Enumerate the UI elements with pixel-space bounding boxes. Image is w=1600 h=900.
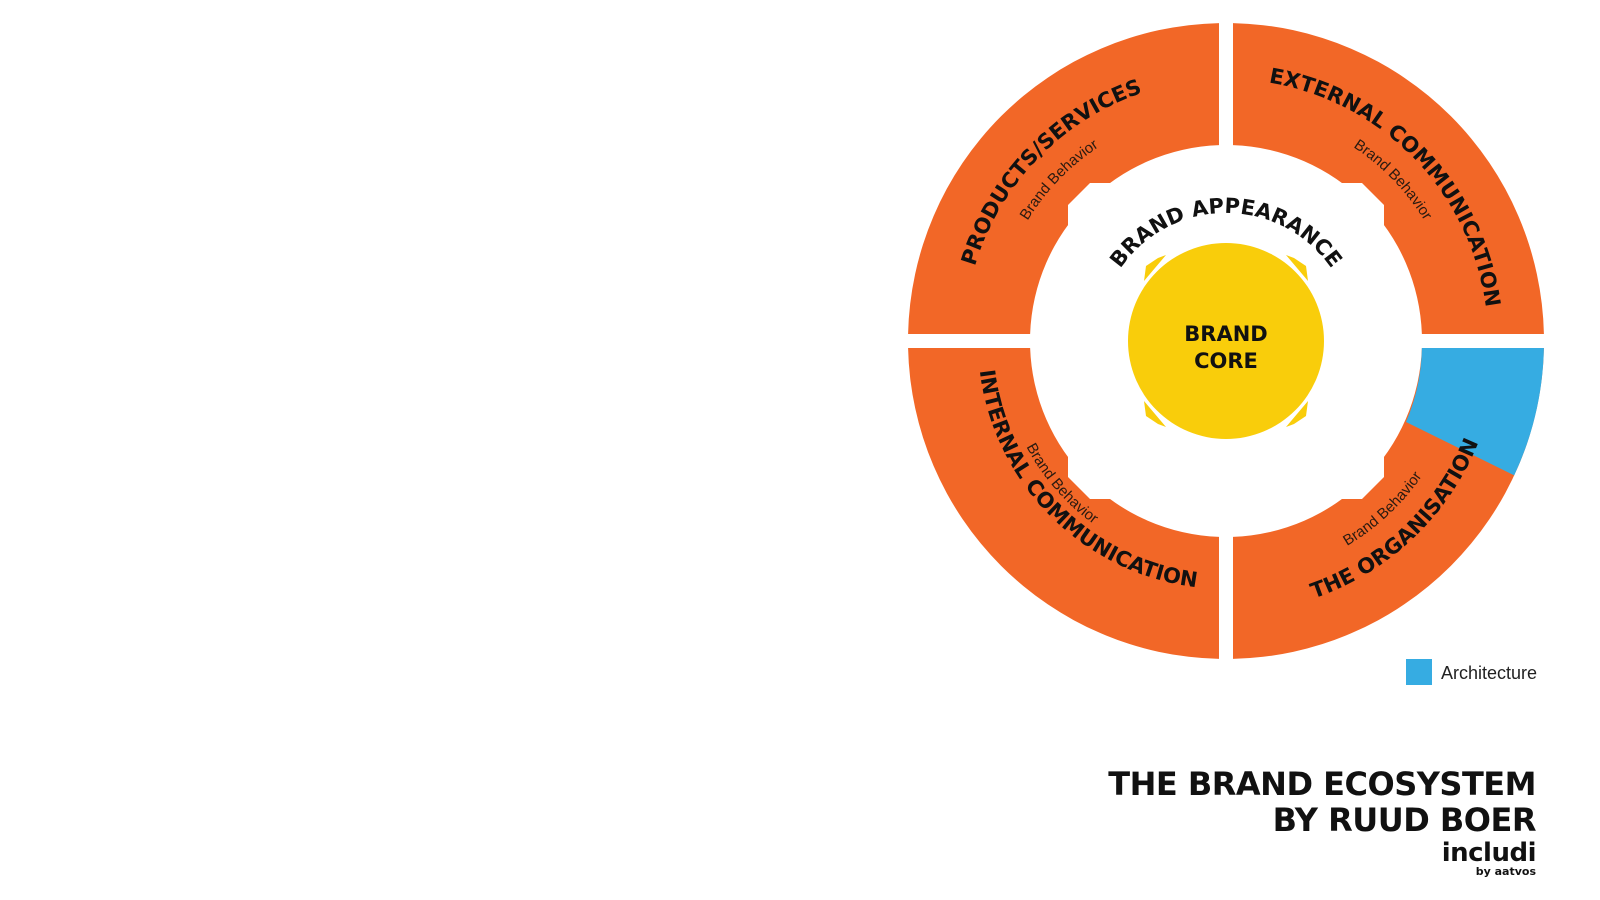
segment-internal-communication xyxy=(908,348,1219,659)
brand-core-label-line2: CORE xyxy=(1194,349,1258,373)
segment-external-communication xyxy=(1233,23,1544,334)
footer-title: THE BRAND ECOSYSTEM BY RUUD BOER xyxy=(1108,766,1536,838)
footer-title-line2: BY RUUD BOER xyxy=(1272,801,1537,839)
logo-subline: by aatvos xyxy=(1475,865,1536,878)
footer-title-line1: THE BRAND ECOSYSTEM xyxy=(1108,765,1536,803)
legend-swatch-architecture xyxy=(1406,659,1432,685)
brand-core-shape xyxy=(1128,243,1324,439)
logo-wordmark: includi xyxy=(1441,838,1537,868)
legend-label-architecture: Architecture xyxy=(1441,663,1537,683)
architecture-overlay xyxy=(1406,348,1544,476)
includi-logo: includi by aatvos xyxy=(1441,838,1537,878)
brand-core-label-line1: BRAND xyxy=(1184,322,1267,346)
segment-products-services xyxy=(908,23,1219,334)
